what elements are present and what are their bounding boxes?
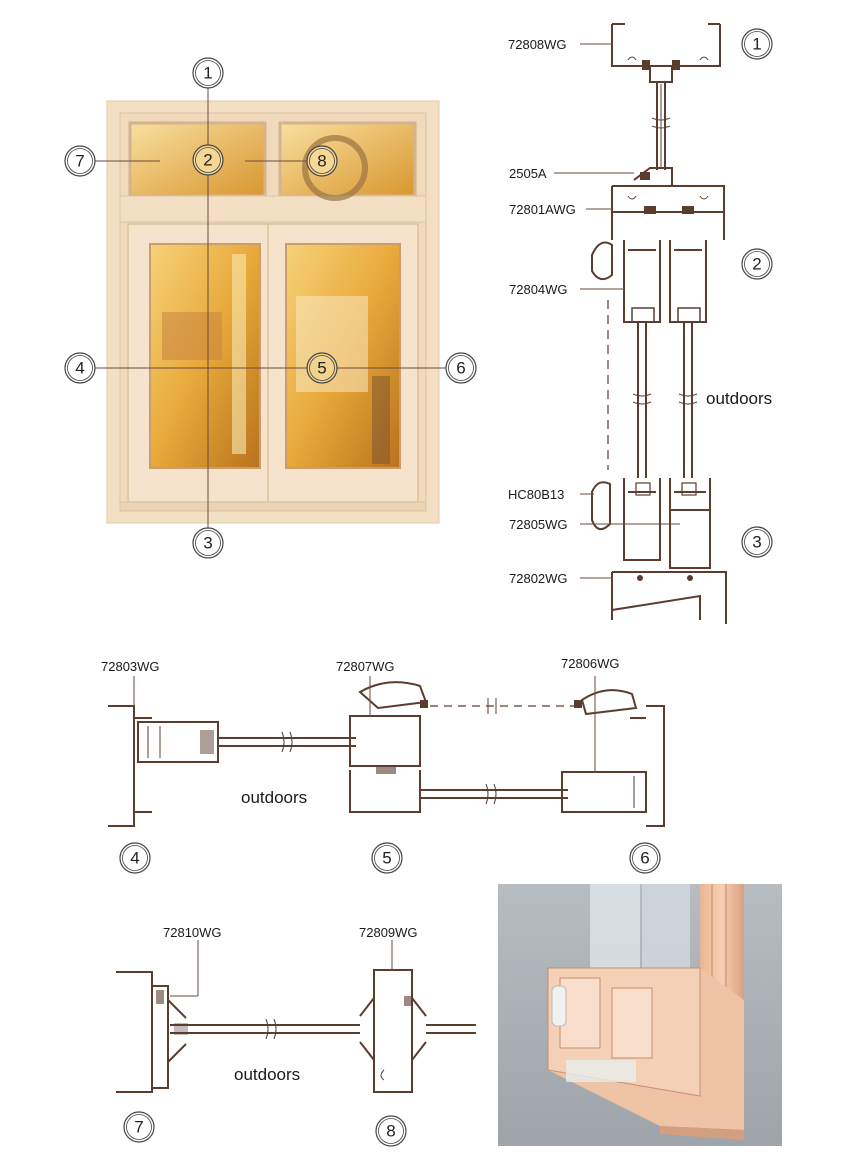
svg-text:2: 2 [203, 151, 212, 170]
callout-circle-8b: 8 [375, 1115, 407, 1147]
callout-circle-2b: 2 [741, 248, 773, 280]
svg-text:4: 4 [75, 359, 84, 378]
label-72807wg: 72807WG [336, 659, 395, 674]
svg-text:1: 1 [203, 64, 212, 83]
svg-text:7: 7 [75, 152, 84, 171]
svg-text:5: 5 [382, 849, 391, 868]
elevation-leaders [95, 88, 446, 528]
callout-circle-7a: 7 [64, 145, 96, 177]
label-72805wg: 72805WG [509, 517, 568, 532]
svg-text:3: 3 [203, 534, 212, 553]
transom-section-leaders [170, 940, 393, 997]
vertical-section-leaders [554, 43, 680, 579]
svg-text:1: 1 [752, 35, 761, 54]
label-outdoors-transom: outdoors [234, 1065, 300, 1084]
vertical-section [591, 23, 727, 624]
profile-render [498, 884, 782, 1146]
label-2505a: 2505A [509, 166, 547, 181]
callout-circle-6b: 6 [629, 842, 661, 874]
svg-text:7: 7 [134, 1118, 143, 1137]
callout-circle-7b: 7 [123, 1111, 155, 1143]
horizontal-section [108, 681, 665, 827]
callout-circle-8a: 8 [306, 145, 338, 177]
label-72804wg: 72804WG [509, 282, 568, 297]
callout-circle-2a: 2 [192, 144, 224, 176]
svg-text:6: 6 [640, 849, 649, 868]
label-72803wg: 72803WG [101, 659, 160, 674]
callout-circle-5a: 5 [306, 352, 338, 384]
svg-text:6: 6 [456, 359, 465, 378]
svg-text:8: 8 [317, 152, 326, 171]
label-72802wg: 72802WG [509, 571, 568, 586]
window-elevation [106, 100, 440, 524]
callout-circle-6a: 6 [445, 352, 477, 384]
svg-text:8: 8 [386, 1122, 395, 1141]
label-72808wg: 72808WG [508, 37, 567, 52]
label-72809wg: 72809WG [359, 925, 418, 940]
label-72810wg: 72810WG [163, 925, 222, 940]
transom-section [116, 969, 476, 1093]
callout-circle-5b: 5 [371, 842, 403, 874]
callout-circle-4b: 4 [119, 842, 151, 874]
svg-text:3: 3 [752, 533, 761, 552]
label-72801awg: 72801AWG [509, 202, 576, 217]
callout-circle-3a: 3 [192, 527, 224, 559]
svg-text:5: 5 [317, 359, 326, 378]
horizontal-section-leaders [133, 676, 596, 772]
callout-circle-3b: 3 [741, 526, 773, 558]
svg-text:4: 4 [130, 849, 139, 868]
label-72806wg: 72806WG [561, 656, 620, 671]
svg-text:2: 2 [752, 255, 761, 274]
label-hc80b13: HC80B13 [508, 487, 564, 502]
callout-circle-4a: 4 [64, 352, 96, 384]
callout-circle-1a: 1 [192, 57, 224, 89]
label-outdoors-vertical: outdoors [706, 389, 772, 408]
callout-circle-1b: 1 [741, 28, 773, 60]
label-outdoors-horizontal: outdoors [241, 788, 307, 807]
